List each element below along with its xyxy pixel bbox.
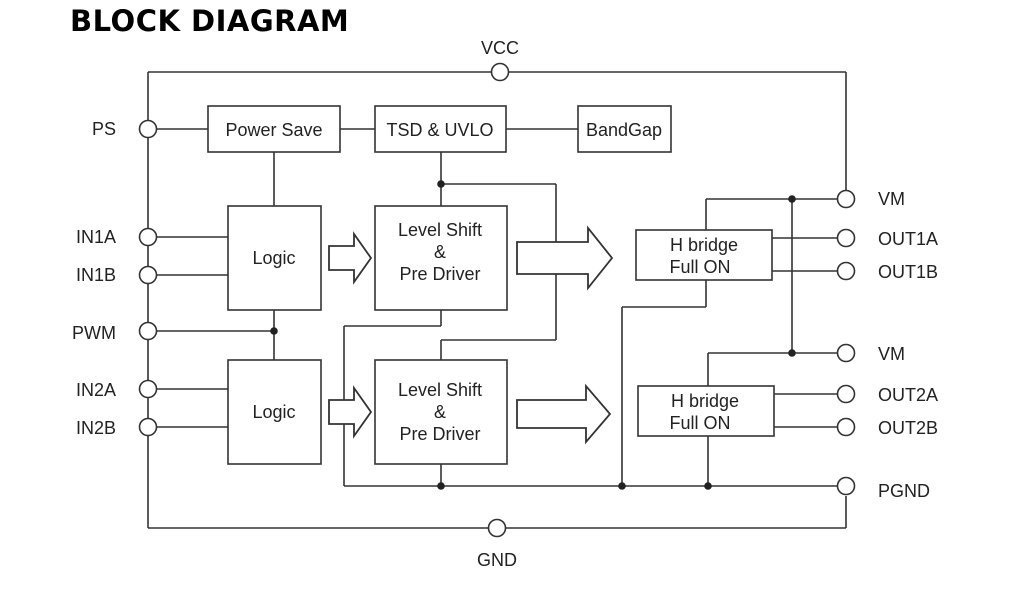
pin-in1a — [138, 227, 158, 247]
pin-in1b — [138, 265, 158, 285]
block-label: Full ON — [669, 413, 730, 433]
block-hbridge-1: H bridge Full ON — [635, 229, 773, 281]
junction-dot — [270, 327, 278, 335]
pin-out1a — [836, 228, 856, 248]
pin-out2b — [836, 417, 856, 437]
outer-boundary — [147, 71, 847, 529]
pin-ps — [138, 119, 158, 139]
junction-dot — [788, 349, 796, 357]
arrow-driver1-to-hbridge1 — [516, 225, 614, 291]
pin-vcc — [490, 62, 510, 82]
block-label: Level Shift — [398, 220, 482, 240]
pin-label-in1a: IN1A — [76, 227, 116, 247]
pin-label-out1a: OUT1A — [878, 229, 938, 249]
block-logic-2: Logic — [227, 359, 322, 465]
arrow-driver2-to-hbridge2 — [516, 383, 612, 445]
junction-dot — [437, 180, 445, 188]
pin-pgnd — [836, 476, 856, 496]
pin-label-in2a: IN2A — [76, 380, 116, 400]
pin-pwm — [138, 321, 158, 341]
pin-label-out1b: OUT1B — [878, 262, 938, 282]
block-bandgap: BandGap — [577, 105, 672, 153]
arrow-logic2-to-driver2 — [328, 385, 373, 439]
block-label: Logic — [252, 402, 295, 422]
pin-gnd — [487, 518, 507, 538]
block-label: & — [434, 402, 446, 422]
junction-dot — [788, 195, 796, 203]
pin-label-pwm: PWM — [72, 323, 116, 343]
block-level-shift-1: Level Shift & Pre Driver — [374, 205, 508, 311]
junction-dot — [618, 482, 626, 490]
block-label: TSD & UVLO — [386, 120, 493, 140]
junction-dot — [437, 482, 445, 490]
pin-label-ps: PS — [92, 119, 116, 139]
arrow-logic1-to-driver1 — [328, 231, 373, 285]
pin-out2a — [836, 384, 856, 404]
block-label: Pre Driver — [399, 264, 480, 284]
block-label: Logic — [252, 248, 295, 268]
junction-dot — [704, 482, 712, 490]
block-label: H bridge — [670, 235, 738, 255]
page-title: BLOCK DIAGRAM — [70, 4, 350, 38]
pin-label-in2b: IN2B — [76, 418, 116, 438]
pin-label-out2a: OUT2A — [878, 385, 938, 405]
pins — [138, 62, 856, 538]
pin-vm1 — [836, 189, 856, 209]
block-label: Power Save — [225, 120, 322, 140]
pin-label-in1b: IN1B — [76, 265, 116, 285]
block-label: Full ON — [669, 257, 730, 277]
block-tsd-uvlo: TSD & UVLO — [374, 105, 507, 153]
pin-label-pgnd: PGND — [878, 481, 930, 501]
block-level-shift-2: Level Shift & Pre Driver — [374, 359, 508, 465]
pin-labels: VCC GND PS IN1A IN1B PWM IN2A IN2B VM OU… — [72, 38, 938, 570]
block-label: & — [434, 242, 446, 262]
wiring — [157, 128, 837, 487]
pin-label-vcc: VCC — [481, 38, 519, 58]
signal-arrows — [328, 225, 614, 445]
block-label: BandGap — [586, 120, 662, 140]
pin-out1b — [836, 261, 856, 281]
block-label: Pre Driver — [399, 424, 480, 444]
block-label: Level Shift — [398, 380, 482, 400]
pin-label-vm1: VM — [878, 189, 905, 209]
block-logic-1: Logic — [227, 205, 322, 311]
pin-vm2 — [836, 343, 856, 363]
block-power-save: Power Save — [207, 105, 341, 153]
pin-label-gnd: GND — [477, 550, 517, 570]
pin-in2b — [138, 417, 158, 437]
junctions — [270, 180, 796, 490]
pin-label-out2b: OUT2B — [878, 418, 938, 438]
block-label: H bridge — [671, 391, 739, 411]
pin-label-vm2: VM — [878, 344, 905, 364]
block-hbridge-2: H bridge Full ON — [637, 385, 775, 437]
pin-in2a — [138, 379, 158, 399]
